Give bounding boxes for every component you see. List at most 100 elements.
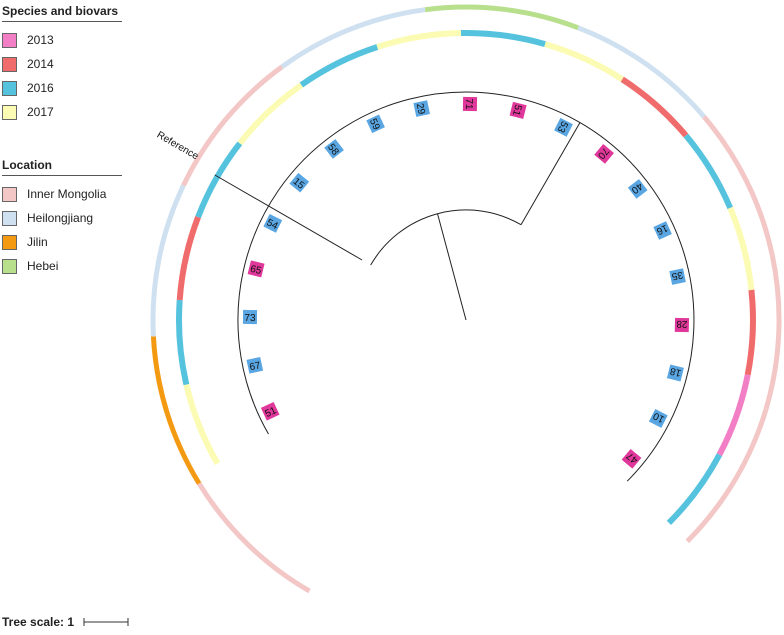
- tree-branch: [370, 209, 522, 266]
- legend-label: 2014: [27, 57, 54, 71]
- tip-label: 54: [263, 214, 283, 233]
- location-ring-segment: [150, 184, 186, 337]
- tip-label-box: [509, 101, 527, 119]
- tip-label: 67: [246, 356, 264, 374]
- tree-branch: [437, 213, 467, 321]
- tip-label: 53: [554, 117, 573, 137]
- legend-swatch: [2, 104, 17, 120]
- tip-label-box: [621, 448, 642, 469]
- tip-label-text: 16: [654, 222, 669, 237]
- legend-divider: [2, 21, 122, 22]
- legend-swatch: [2, 80, 17, 96]
- tip-label-box: [246, 356, 264, 374]
- tip-label-box: [554, 117, 573, 137]
- year-ring-segment: [195, 141, 243, 219]
- tree-scale-bar: [83, 618, 129, 626]
- legend-label: Jilin: [27, 235, 48, 249]
- tree-branches: [214, 91, 695, 482]
- tree-scale: Tree scale: 1: [2, 615, 132, 629]
- tip-label: 70: [594, 144, 614, 164]
- legend-swatch: [2, 32, 17, 48]
- tip-label: 10: [648, 408, 668, 428]
- location-ring-segment: [702, 115, 775, 256]
- tip-label: 71: [462, 96, 478, 112]
- tip-label-text: 73: [244, 313, 256, 324]
- location-legend-title: Location: [2, 158, 52, 172]
- location-legend-item: Jilin: [0, 230, 130, 254]
- year-ring-segment: [716, 374, 751, 457]
- tip-label: 58: [324, 139, 344, 159]
- legend-label: Heilongjiang: [27, 211, 94, 225]
- year-ring: [176, 29, 756, 526]
- tip-label-box: [627, 179, 648, 199]
- legend-label: 2013: [27, 33, 54, 47]
- tip-label-text: 29: [414, 102, 427, 116]
- tip-label: 51: [509, 101, 527, 119]
- location-ring: [150, 4, 782, 594]
- tip-label: 51: [260, 401, 280, 421]
- legend-label: 2016: [27, 81, 54, 95]
- location-ring-segment: [181, 64, 284, 187]
- tip-label: 28: [674, 317, 690, 333]
- tip-label-box: [666, 364, 684, 382]
- reference-label: Reference: [155, 130, 201, 163]
- tip-label-box: [324, 139, 344, 159]
- species-legend-item: 2014: [0, 52, 130, 76]
- tip-label: 59: [366, 114, 385, 134]
- legend-swatch: [2, 210, 17, 226]
- tip-label-text: 51: [263, 405, 278, 420]
- year-ring-segment: [237, 82, 304, 146]
- tip-label-box: [462, 96, 478, 112]
- location-ring-segment: [150, 336, 202, 485]
- tip-label-text: 67: [249, 360, 263, 373]
- tip-label: 40: [627, 179, 648, 199]
- tip-label-box: [669, 268, 686, 285]
- tip-label-text: 54: [265, 217, 280, 232]
- year-ring-segment: [299, 44, 379, 88]
- tip-label-box: [413, 100, 430, 117]
- species-legend-item: 2017: [0, 100, 130, 124]
- tip-label: 73: [242, 309, 258, 325]
- legend-swatch: [2, 234, 17, 250]
- location-ring-segment: [196, 482, 311, 594]
- legend-label: Inner Mongolia: [27, 187, 107, 201]
- tip-label-text: 10: [651, 409, 666, 424]
- tip-label-box: [648, 408, 668, 428]
- legend-swatch: [2, 258, 17, 274]
- tip-label-text: 35: [670, 269, 684, 282]
- location-legend-item: Hebei: [0, 254, 130, 278]
- year-ring-segment: [620, 76, 689, 138]
- tip-label-box: [263, 214, 283, 233]
- tip-label-text: 71: [463, 98, 474, 110]
- tree-branch: [214, 174, 363, 261]
- tip-label: 18: [666, 364, 684, 382]
- location-ring-segment: [577, 25, 706, 119]
- tip-label-text: 53: [555, 119, 570, 134]
- legend-label: 2017: [27, 105, 54, 119]
- legend-label: Hebei: [27, 259, 59, 273]
- tip-label: 65: [247, 260, 265, 278]
- tip-label-box: [366, 114, 385, 134]
- year-ring-segment: [376, 30, 462, 50]
- year-ring-segment: [544, 41, 624, 82]
- tip-label-box: [674, 317, 690, 333]
- tip-label: 35: [669, 268, 686, 285]
- tip-label-box: [289, 172, 310, 193]
- tip-label-box: [653, 221, 672, 240]
- tip-label-box: [242, 309, 258, 325]
- year-ring-segment: [460, 29, 546, 47]
- tree-branch: [520, 122, 581, 225]
- year-ring-segment: [183, 383, 221, 466]
- species-legend-item: 2016: [0, 76, 130, 100]
- tip-label-box: [247, 260, 265, 278]
- tip-label: 47: [621, 448, 642, 469]
- location-ring-segment: [280, 7, 426, 69]
- tip-label-box: [594, 144, 614, 164]
- location-ring-segment: [685, 408, 769, 544]
- legend-swatch: [2, 56, 17, 72]
- legend-swatch: [2, 186, 17, 202]
- location-legend-item: Heilongjiang: [0, 206, 130, 230]
